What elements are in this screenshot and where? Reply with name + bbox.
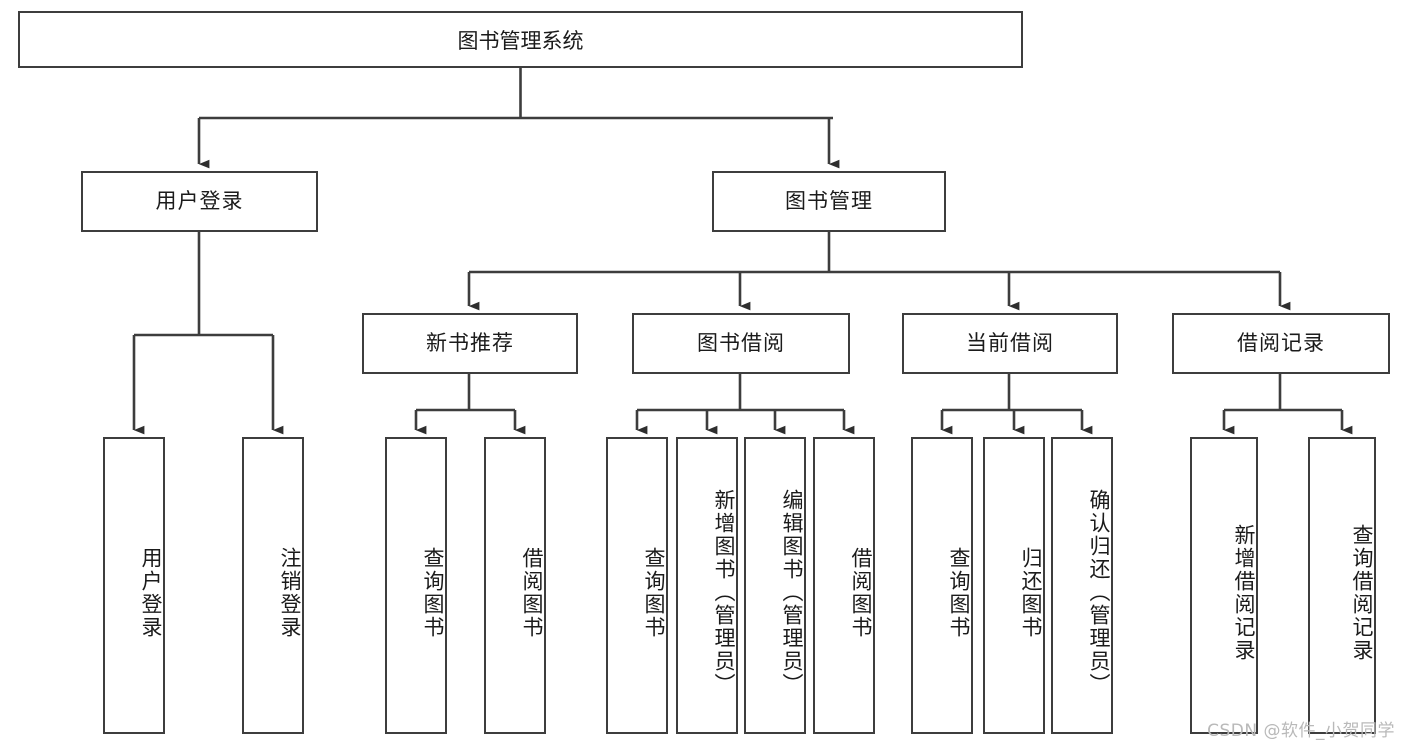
node-label: 查询图书 (421, 546, 445, 639)
leaf-borrow-books-recommend[interactable]: 借阅图书 (484, 437, 546, 734)
node-new-book-recommend[interactable]: 新书推荐 (362, 313, 578, 374)
node-label: 注销登录 (278, 546, 302, 639)
node-book-management[interactable]: 图书管理 (712, 171, 946, 232)
node-label: 用户登录 (139, 546, 163, 639)
leaf-query-borrow-record[interactable]: 查询借阅记录 (1308, 437, 1376, 734)
node-label: 借阅图书 (520, 546, 544, 639)
node-book-borrow[interactable]: 图书借阅 (632, 313, 850, 374)
node-label: 新增图书（管理员） (712, 489, 736, 696)
node-borrow-records[interactable]: 借阅记录 (1172, 313, 1390, 374)
leaf-query-books-borrow[interactable]: 查询图书 (606, 437, 668, 734)
node-label: 图书借阅 (697, 330, 785, 355)
leaf-edit-book-admin[interactable]: 编辑图书（管理员） (744, 437, 806, 734)
node-label: 查询借阅记录 (1350, 523, 1374, 662)
leaf-add-borrow-record[interactable]: 新增借阅记录 (1190, 437, 1258, 734)
leaf-user-login[interactable]: 用户登录 (103, 437, 165, 734)
node-root-system[interactable]: 图书管理系统 (18, 11, 1023, 68)
node-label: 借阅图书 (849, 546, 873, 639)
node-label: 确认归还（管理员） (1087, 489, 1111, 696)
leaf-add-book-admin[interactable]: 新增图书（管理员） (676, 437, 738, 734)
node-label: 新书推荐 (426, 330, 514, 355)
leaf-logout[interactable]: 注销登录 (242, 437, 304, 734)
node-label: 查询图书 (642, 546, 666, 639)
node-label: 当前借阅 (966, 330, 1054, 355)
node-user-login[interactable]: 用户登录 (81, 171, 318, 232)
node-label: 新增借阅记录 (1232, 523, 1256, 662)
node-label: 归还图书 (1019, 546, 1043, 639)
node-label: 借阅记录 (1237, 330, 1325, 355)
leaf-query-books-current[interactable]: 查询图书 (911, 437, 973, 734)
leaf-return-books[interactable]: 归还图书 (983, 437, 1045, 734)
leaf-query-books-recommend[interactable]: 查询图书 (385, 437, 447, 734)
node-current-borrow[interactable]: 当前借阅 (902, 313, 1118, 374)
leaf-confirm-return-admin[interactable]: 确认归还（管理员） (1051, 437, 1113, 734)
leaf-borrow-books[interactable]: 借阅图书 (813, 437, 875, 734)
node-label: 用户登录 (155, 188, 244, 213)
node-label: 查询图书 (947, 546, 971, 639)
node-label: 图书管理 (785, 188, 873, 213)
node-label: 编辑图书（管理员） (780, 489, 804, 696)
node-label: 图书管理系统 (457, 28, 584, 53)
